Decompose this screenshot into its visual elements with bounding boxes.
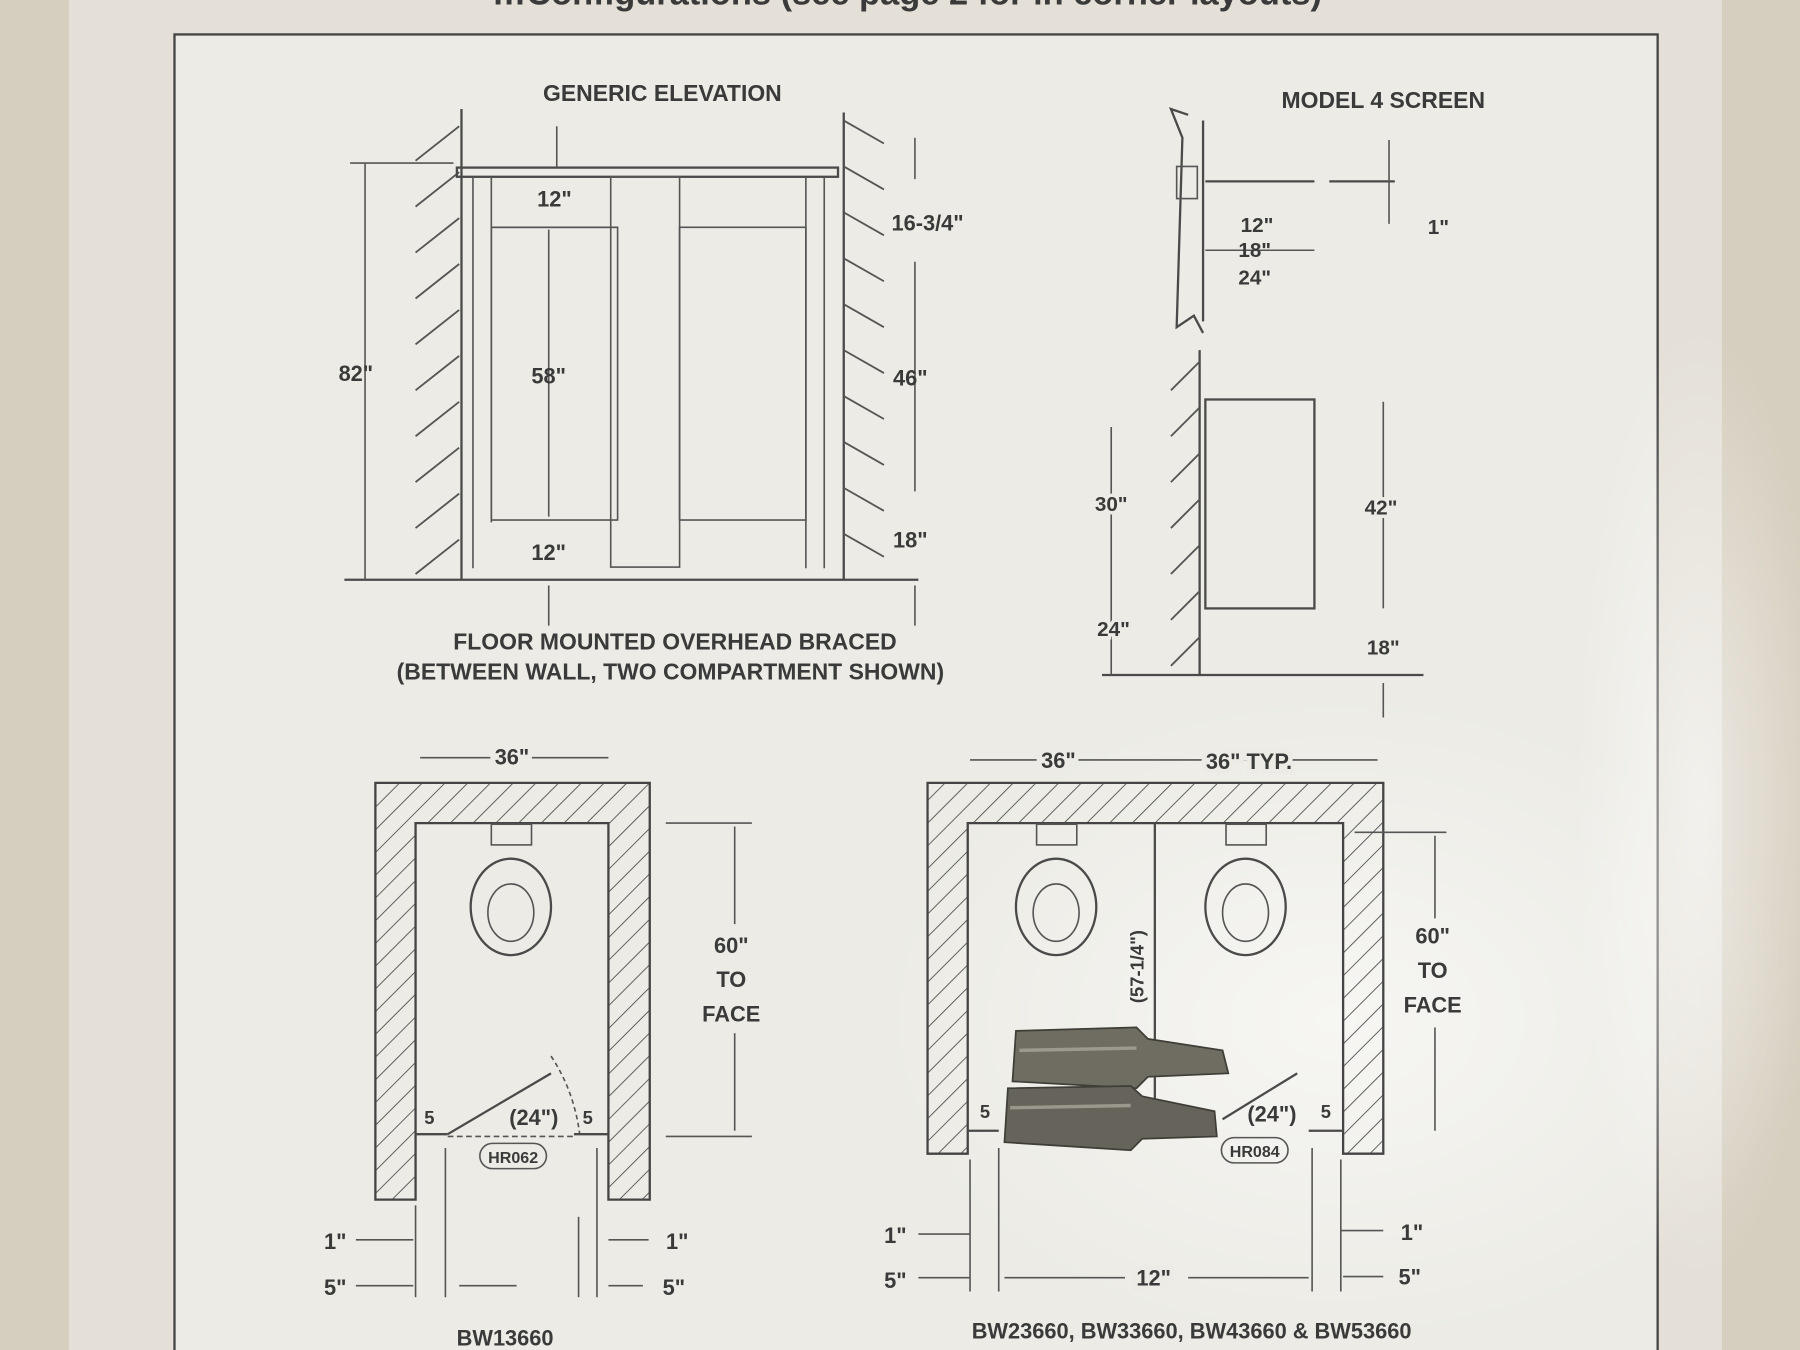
dim-door-height: 58" <box>531 363 566 388</box>
dim-panel-height: 46" <box>893 366 928 391</box>
plan-multi-compartment: 36" 36" TYP. 60" TO FACE (57-1/4") 5 (24… <box>884 743 1462 1344</box>
single-gap-left: 1" <box>324 1229 346 1254</box>
page-heading: …Configurations (see page 2 for in corne… <box>492 0 1322 13</box>
multi-gap-right: 1" <box>1401 1220 1423 1245</box>
screen-dim-18: 18" <box>1238 239 1271 262</box>
single-depth-3: FACE <box>702 1002 760 1027</box>
elevation-caption-1: FLOOR MOUNTED OVERHEAD BRACED <box>453 629 896 655</box>
screen-dim-thickness: 1" <box>1428 216 1449 239</box>
multi-pilaster-right: 5 <box>1321 1101 1331 1122</box>
single-hardware: HR062 <box>488 1149 538 1167</box>
multi-depth-1: 60" <box>1415 924 1450 949</box>
multi-pilaster-left: 5 <box>980 1101 990 1122</box>
plan-single-compartment: 36" 60" TO FACE 5 (24") 5 HR062 1" 1" 5"… <box>324 740 760 1350</box>
single-pil-right: 5" <box>663 1275 685 1300</box>
screen-dim-12: 12" <box>1241 214 1274 237</box>
single-pilaster-right: 5 <box>583 1107 593 1128</box>
single-door: (24") <box>509 1105 558 1130</box>
multi-pil-left: 5" <box>884 1268 906 1293</box>
screwdriver-bits <box>1003 1026 1230 1152</box>
multi-depth-3: FACE <box>1404 993 1462 1018</box>
single-model: BW13660 <box>457 1325 554 1350</box>
single-pilaster-left: 5 <box>424 1107 434 1128</box>
dim-panel-clear: 18" <box>893 528 928 553</box>
elevation-title: GENERIC ELEVATION <box>543 80 782 106</box>
screen-dim-30: 30" <box>1095 493 1128 516</box>
glare-highlight <box>1572 321 1800 1286</box>
dim-headrail: 16-3/4" <box>891 211 963 236</box>
multi-mid: 12" <box>1136 1266 1171 1291</box>
dim-bottom-gap: 12" <box>531 540 566 565</box>
screen-dim-18-clear: 18" <box>1367 636 1400 659</box>
multi-hardware: HR084 <box>1230 1143 1280 1161</box>
multi-pil-right: 5" <box>1398 1265 1420 1290</box>
single-pil-left: 5" <box>324 1275 346 1300</box>
dim-top-gap: 12" <box>537 187 572 212</box>
screen-dim-24-bottom: 24" <box>1097 618 1130 641</box>
dim-overall-height: 82" <box>339 361 374 386</box>
single-depth-2: TO <box>716 967 746 992</box>
multi-gap-left: 1" <box>884 1223 906 1248</box>
single-depth-1: 60" <box>714 933 749 958</box>
elevation-caption-2: (BETWEEN WALL, TWO COMPARTMENT SHOWN) <box>397 659 944 685</box>
screen-dim-24: 24" <box>1238 267 1271 290</box>
multi-depth-2: TO <box>1418 958 1448 983</box>
single-gap-right: 1" <box>666 1229 688 1254</box>
screen-dim-42: 42" <box>1365 496 1398 519</box>
screen-title: MODEL 4 SCREEN <box>1282 87 1486 113</box>
single-width: 36" <box>495 745 530 770</box>
multi-width: 36" <box>1041 748 1076 773</box>
generic-elevation: GENERIC ELEVATION 82" 12" 58" 12" 16-3/4… <box>339 80 964 685</box>
multi-models: BW23660, BW33660, BW43660 & BW53660 <box>972 1319 1412 1344</box>
multi-door: (24") <box>1247 1102 1296 1127</box>
model-4-screen: MODEL 4 SCREEN 12" 18" 24" 1" 30" 42" 24… <box>1091 87 1486 718</box>
multi-width-typ: 36" TYP. <box>1206 749 1292 774</box>
multi-center-dim: (57-1/4") <box>1126 930 1147 1003</box>
